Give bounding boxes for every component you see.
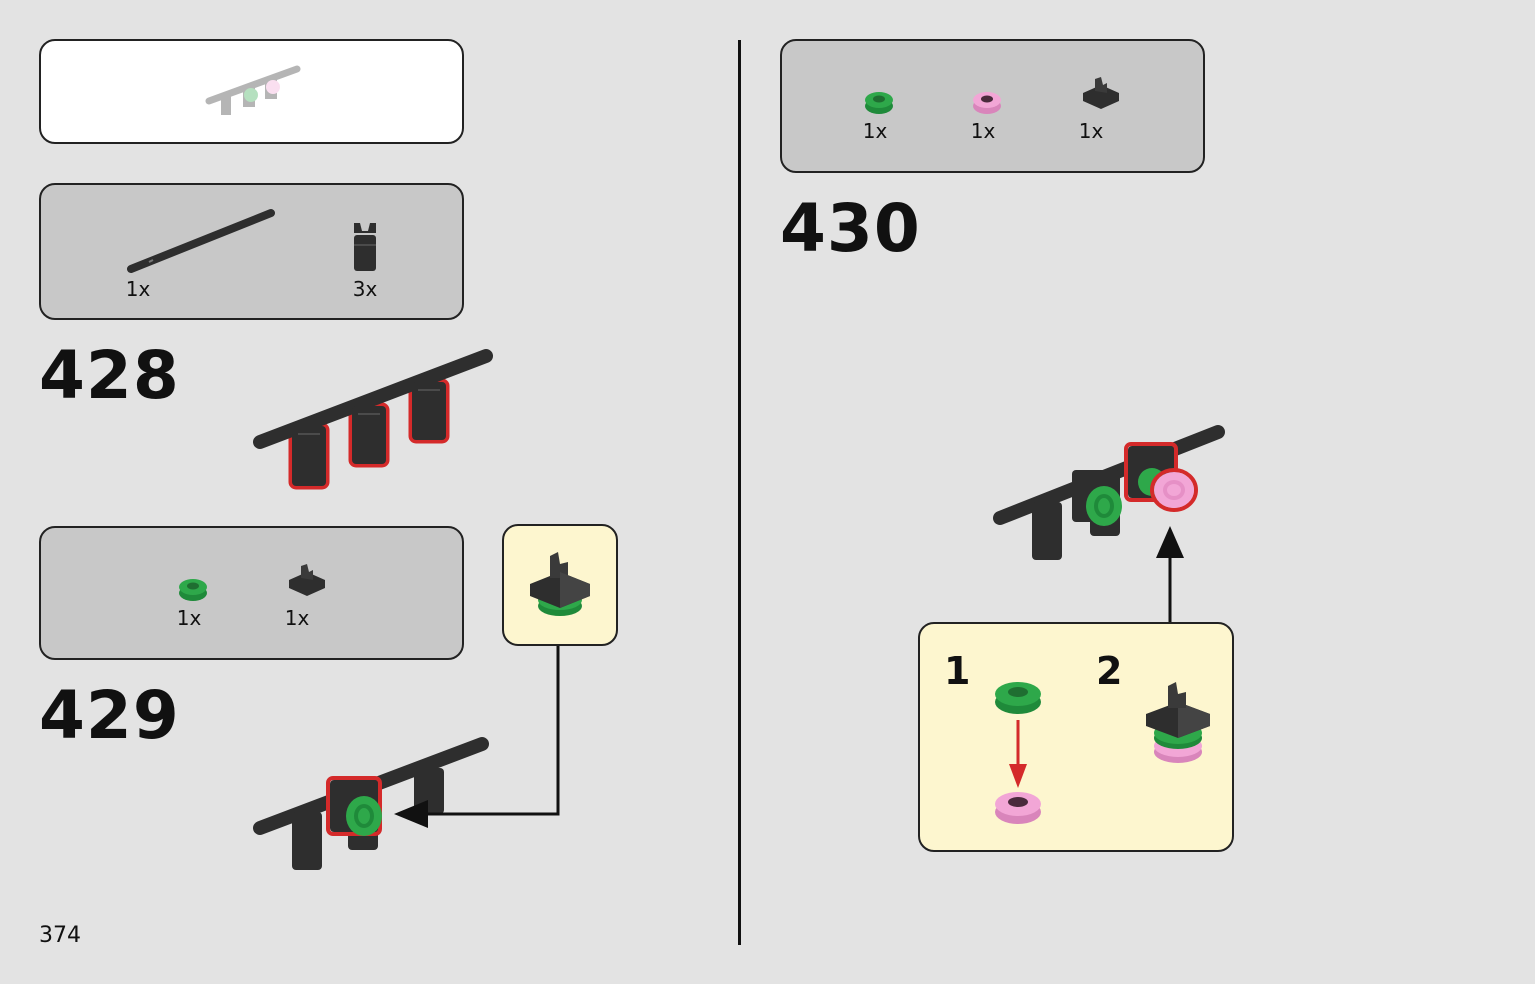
pink-round-plate-icon: [995, 792, 1041, 824]
part-qty: 1x: [1078, 119, 1104, 143]
assembly-preview-icon: [205, 65, 301, 115]
bar-holder-clip-icon: [354, 223, 376, 271]
callout-pointer-arrow-icon: [1156, 526, 1184, 622]
page-number: 374: [39, 923, 81, 948]
part-qty: 1x: [862, 119, 888, 143]
callout-pointer-arrow-icon: [394, 646, 560, 828]
substep-number-2: 2: [1096, 649, 1123, 693]
step-429-assembly-icon: [253, 737, 489, 870]
pink-round-plate-icon: [973, 92, 1001, 114]
clip-on-green-plate-icon: [530, 552, 590, 616]
long-axle-icon: [127, 209, 275, 273]
substep-number-1: 1: [944, 649, 971, 693]
part-qty: 3x: [352, 277, 378, 301]
step-number-430: 430: [780, 190, 921, 267]
clip-tile-icon: [1083, 77, 1119, 109]
assembly-preview-box: [39, 39, 464, 144]
part-qty: 1x: [284, 606, 310, 630]
parts-box-step-429: 1x 1x: [39, 526, 464, 660]
green-round-plate-icon: [865, 92, 893, 114]
stack-down-arrow-icon: [1009, 720, 1027, 788]
column-divider: [738, 40, 741, 945]
green-round-plate-icon: [179, 579, 207, 601]
part-qty: 1x: [970, 119, 996, 143]
callout-step-430: 1 2: [918, 622, 1234, 852]
parts-box-step-430: 1x 1x 1x: [780, 39, 1205, 173]
clip-on-green-pink-plates-icon: [1146, 682, 1210, 763]
step-430-assembly-icon: [993, 425, 1225, 560]
green-round-plate-icon: [995, 682, 1041, 714]
step-number-428: 428: [39, 337, 180, 414]
parts-box-step-428: 1x 3x: [39, 183, 464, 320]
step-number-429: 429: [39, 677, 180, 754]
part-qty: 1x: [125, 277, 151, 301]
clip-tile-icon: [289, 564, 325, 596]
part-qty: 1x: [176, 606, 202, 630]
callout-step-429: [502, 524, 618, 646]
step-428-assembly-icon: [253, 349, 493, 490]
